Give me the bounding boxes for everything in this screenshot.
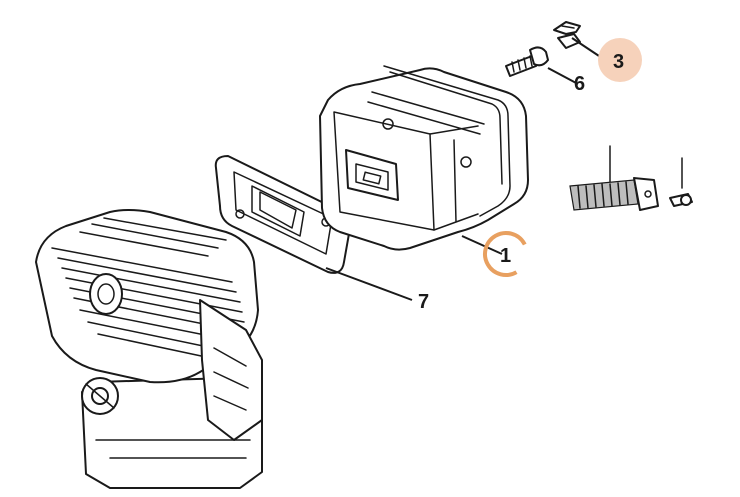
callout-1: 1 <box>500 245 511 267</box>
screw-part-6 <box>505 46 549 77</box>
callout-3: 3 <box>613 51 624 73</box>
callout-6: 6 <box>574 73 585 95</box>
spark-arrestor-screen <box>569 145 659 211</box>
clip-part-3 <box>553 21 581 49</box>
leader-lines <box>325 37 603 301</box>
callout-1-highlight-ring <box>483 231 529 277</box>
small-screw <box>669 157 693 207</box>
muffler-gasket <box>214 155 351 274</box>
callout-7: 7 <box>418 291 429 313</box>
muffler <box>319 65 529 251</box>
engine-cylinder <box>35 209 263 489</box>
callout-3-highlight-disc <box>598 38 642 82</box>
